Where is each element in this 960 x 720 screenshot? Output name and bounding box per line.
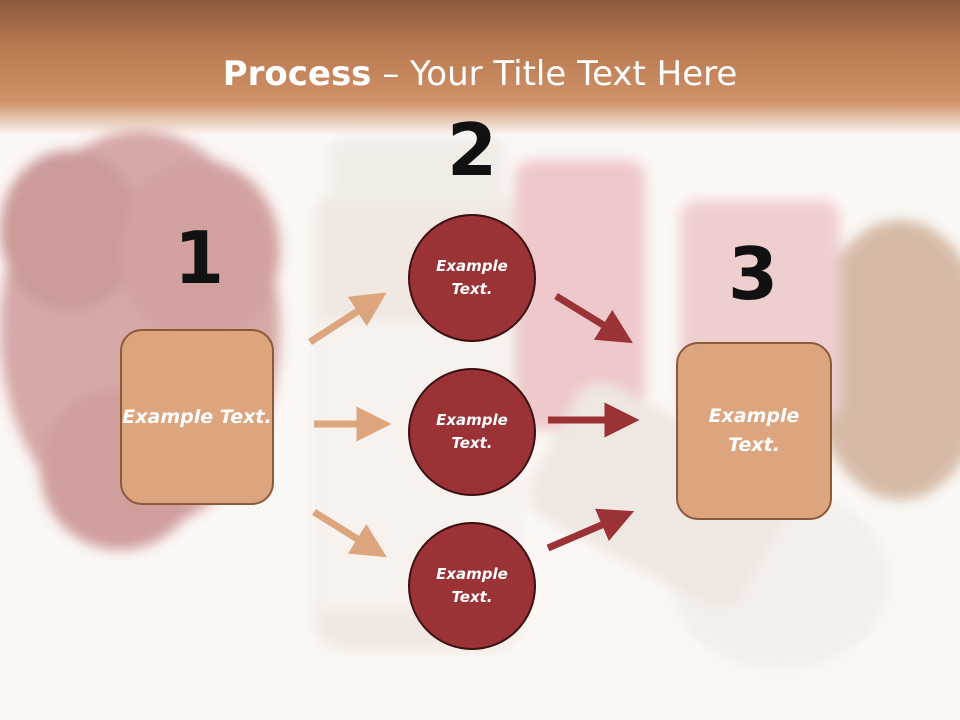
right-text-box-label: Example Text.: [708, 405, 800, 456]
step-number-1: 1: [173, 216, 225, 300]
circle-bottom[interactable]: Example Text.: [408, 522, 536, 650]
circle-top-label: Example Text.: [436, 257, 508, 298]
circle-bottom-label: Example Text.: [436, 565, 508, 606]
step-number-2: 2: [446, 108, 498, 192]
right-text-box[interactable]: Example Text.: [676, 342, 832, 520]
step-number-3: 3: [727, 232, 779, 316]
circle-middle[interactable]: Example Text.: [408, 368, 536, 496]
left-text-box[interactable]: Example Text.: [120, 329, 274, 505]
circle-middle-label: Example Text.: [436, 411, 508, 452]
title-banner: [0, 0, 960, 135]
arrow-right-top: [554, 293, 633, 344]
title-rest: – Your Title Text Here: [371, 54, 738, 94]
left-text-box-label: Example Text.: [122, 405, 272, 428]
title-bold: Process: [222, 54, 372, 94]
circle-top[interactable]: Example Text.: [408, 214, 536, 342]
arrow-right-bottom: [546, 508, 635, 552]
page-title: Process – Your Title Text Here: [0, 52, 960, 96]
arrow-left-bottom: [312, 509, 387, 558]
arrow-left-top: [308, 292, 387, 345]
